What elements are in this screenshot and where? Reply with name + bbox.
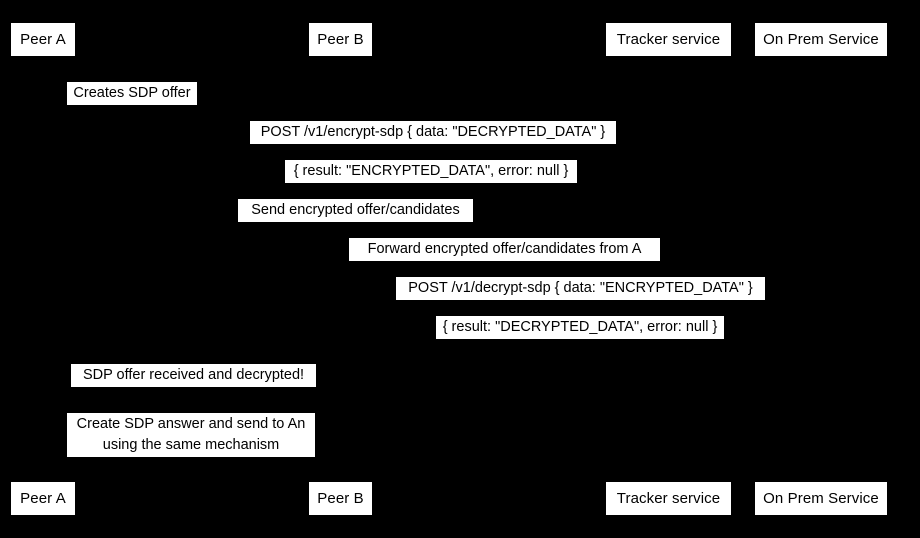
participant-header-peer-b[interactable]: Peer B [308, 22, 373, 57]
message-text: POST /v1/decrypt-sdp { data: "ENCRYPTED_… [408, 280, 753, 296]
lifeline-peer-b [340, 57, 342, 481]
lifeline-peer-a [43, 57, 45, 481]
message-text: Create SDP answer and send to An using t… [76, 416, 306, 453]
participant-footer-on-prem-service[interactable]: On Prem Service [754, 481, 888, 516]
message-label-send-encrypted-offer: Send encrypted offer/candidates [238, 199, 473, 222]
message-label-create-sdp-answer: Create SDP answer and send to An using t… [67, 413, 315, 457]
message-text: { result: "DECRYPTED_DATA", error: null … [442, 319, 718, 335]
arrow-decrypt-sdp-response [339, 308, 821, 316]
participant-header-peer-a-label: Peer A [20, 31, 66, 48]
message-label-creates-sdp-offer: Creates SDP offer [67, 82, 197, 105]
participant-footer-on-prem-service-label: On Prem Service [763, 490, 879, 507]
participant-header-on-prem-service[interactable]: On Prem Service [754, 22, 888, 57]
participant-footer-peer-b-label: Peer B [317, 490, 364, 507]
message-text: Forward encrypted offer/candidates from … [367, 241, 642, 257]
message-text: SDP offer received and decrypted! [82, 367, 305, 383]
message-label-encrypt-sdp-response: { result: "ENCRYPTED_DATA", error: null … [285, 160, 577, 183]
participant-footer-peer-a[interactable]: Peer A [10, 481, 76, 516]
arrow-decrypt-sdp-request [340, 269, 822, 277]
participant-footer-peer-a-label: Peer A [20, 490, 66, 507]
message-text: { result: "ENCRYPTED_DATA", error: null … [293, 163, 569, 179]
message-label-sdp-offer-received: SDP offer received and decrypted! [71, 364, 316, 387]
participant-header-on-prem-service-label: On Prem Service [763, 31, 879, 48]
lifeline-tracker-service [668, 57, 670, 481]
participant-header-peer-b-label: Peer B [317, 31, 364, 48]
message-text: POST /v1/encrypt-sdp { data: "DECRYPTED_… [260, 124, 606, 140]
message-text: Send encrypted offer/candidates [251, 202, 460, 218]
arrow-forward-encrypted-offer [340, 230, 669, 238]
arrow-send-encrypted-offer [43, 191, 669, 199]
message-label-forward-encrypted-offer: Forward encrypted offer/candidates from … [349, 238, 660, 261]
message-label-decrypt-sdp-request: POST /v1/decrypt-sdp { data: "ENCRYPTED_… [396, 277, 765, 300]
message-label-encrypt-sdp-request: POST /v1/encrypt-sdp { data: "DECRYPTED_… [250, 121, 616, 144]
message-label-decrypt-sdp-response: { result: "DECRYPTED_DATA", error: null … [436, 316, 724, 339]
message-text: Creates SDP offer [73, 85, 191, 101]
participant-header-tracker-service[interactable]: Tracker service [605, 22, 732, 57]
arrow-encrypt-sdp-response [42, 152, 821, 160]
participant-footer-tracker-service[interactable]: Tracker service [605, 481, 732, 516]
arrow-encrypt-sdp-request [43, 113, 822, 121]
participant-footer-tracker-service-label: Tracker service [616, 490, 721, 507]
participant-header-peer-a[interactable]: Peer A [10, 22, 76, 57]
participant-footer-peer-b[interactable]: Peer B [308, 481, 373, 516]
participant-header-tracker-service-label: Tracker service [616, 31, 721, 48]
